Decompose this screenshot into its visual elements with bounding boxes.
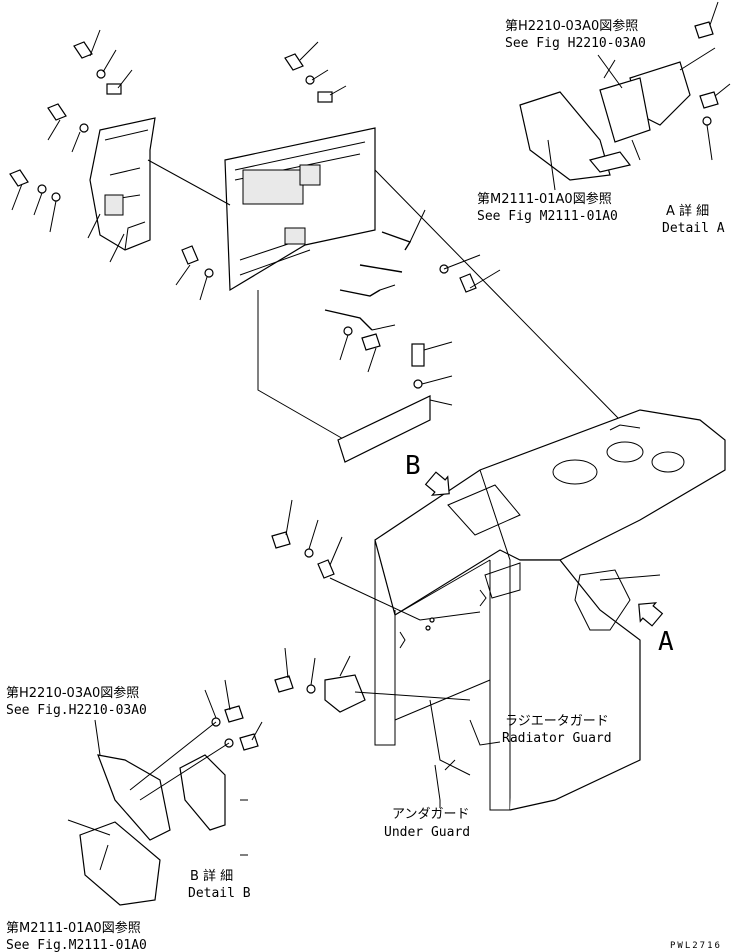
view-arrow-b [424,471,450,496]
radiator-guard-jp: ラジエータガード [505,714,609,729]
leader-lines [434,54,661,808]
detail-a-jp: A 詳 細 [666,203,709,219]
frame-body [374,409,726,811]
under-guard-en: Under Guard [384,825,470,840]
detail-b-en: Detail B [188,886,251,901]
ref-bottom-jp: 第M2111-01A0図参照 [6,920,141,936]
instrument-panel-cover [147,127,621,441]
detail-b-drawing [67,679,263,906]
bolt-set-top-center [175,41,347,301]
ref-top-jp: 第H2210-03A0図参照 [505,18,638,34]
view-arrow-a [638,602,664,627]
left-side-bracket [89,117,156,251]
ref-bottom-en: See Fig.M2111-01A0 [6,938,147,952]
marker-a: A [658,627,674,657]
ref-mid-en: See Fig M2111-01A0 [477,209,618,224]
detail-b-jp: B 詳 細 [190,868,233,884]
guard-parts [271,499,481,776]
bolt-set-top-left [9,29,133,263]
linkage-rods [324,209,501,373]
detail-a-en: Detail A [662,221,725,236]
radiator-guard-en: Radiator Guard [502,731,612,746]
ref-bl-jp: 第H2210-03A0図参照 [6,685,139,701]
ref-mid-jp: 第M2111-01A0図参照 [477,191,612,207]
ref-bl-en: See Fig.H2210-03A0 [6,703,147,718]
mounting-plate [337,341,453,463]
drawing-code: PWL2716 [670,941,722,951]
marker-b: B [405,451,421,481]
under-guard-jp: アンダガード [392,807,469,822]
ref-top-en: See Fig H2210-03A0 [505,36,646,51]
detail-a-drawing [519,1,731,181]
